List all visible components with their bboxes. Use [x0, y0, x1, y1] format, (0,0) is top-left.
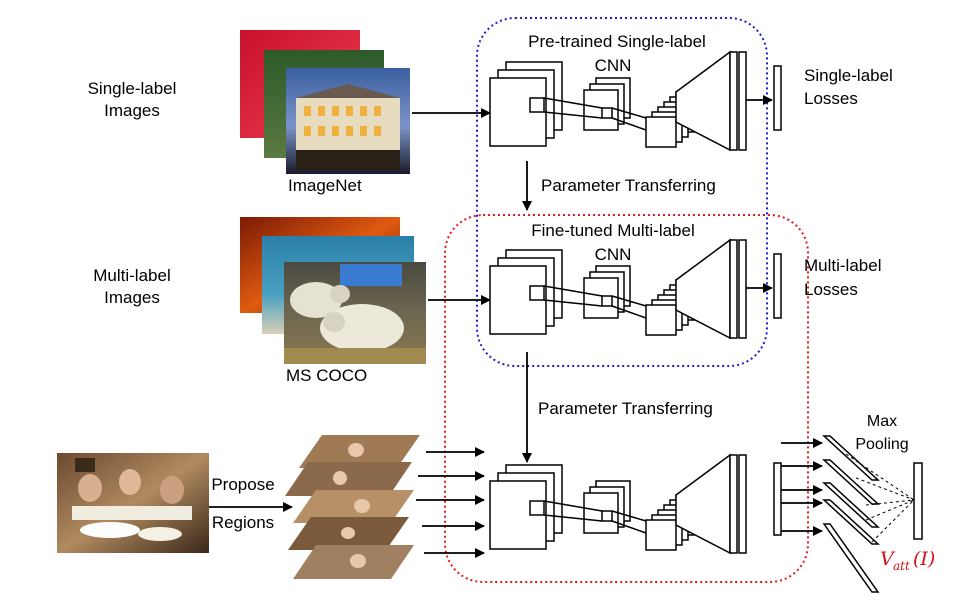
v-att-subscript: att — [893, 559, 910, 573]
region-proposal-stack — [285, 435, 420, 579]
propose-regions-label-line2: Regions — [212, 513, 274, 532]
ms-coco-photo-stack — [240, 217, 426, 364]
ms-coco-label: MS COCO — [286, 366, 367, 385]
sheep-photo — [284, 262, 426, 364]
single-label-images-label-line1: Single-label — [88, 79, 177, 98]
propose-regions-label-line1: Propose — [211, 475, 274, 494]
imagenet-label: ImageNet — [288, 176, 362, 195]
pooling-vectors — [822, 435, 880, 593]
dinner-photo — [57, 453, 209, 553]
multi-label-losses-line2: Losses — [804, 280, 858, 299]
finetuned-cnn-title-line1: Fine-tuned Multi-label — [531, 221, 694, 240]
v-att-argument: (I) — [913, 548, 935, 570]
finetuned-cnn-icon — [489, 238, 782, 340]
region-slice-3 — [293, 490, 414, 523]
single-label-losses-line1: Single-label — [804, 66, 893, 85]
region-cnn-icon — [489, 453, 782, 555]
param-transfer-label-1: Parameter Transferring — [541, 176, 716, 195]
single-label-losses-line2: Losses — [804, 89, 858, 108]
finetuned-cnn-frame — [444, 214, 809, 583]
region-input-arrows — [416, 447, 485, 558]
pretrained-cnn-title-line1: Pre-trained Single-label — [528, 32, 706, 51]
pretrained-cnn-icon — [489, 50, 782, 152]
pooled-vector — [913, 462, 923, 540]
max-pooling-label-line1: Max — [867, 413, 897, 430]
pretrained-cnn-frame — [476, 17, 768, 367]
multi-label-images-label-line2: Images — [104, 288, 160, 307]
v-att-letter: V — [880, 548, 896, 570]
single-label-images-label-line2: Images — [104, 101, 160, 120]
multi-label-losses-line1: Multi-label — [804, 256, 881, 275]
building-photo — [286, 68, 410, 174]
pretrained-cnn-title-line2: CNN — [595, 56, 632, 75]
imagenet-photo-stack — [240, 30, 410, 174]
max-pooling-label-line2: Pooling — [855, 436, 908, 453]
v-att-label: V att (I) — [880, 548, 935, 573]
param-transfer-label-2: Parameter Transferring — [538, 399, 713, 418]
pooling-dashed-lines — [845, 453, 915, 543]
region-slice-2 — [285, 462, 412, 496]
finetuned-cnn-title-line2: CNN — [595, 245, 632, 264]
multi-label-images-label-line1: Multi-label — [93, 266, 170, 285]
pooling-input-arrows — [781, 438, 823, 536]
